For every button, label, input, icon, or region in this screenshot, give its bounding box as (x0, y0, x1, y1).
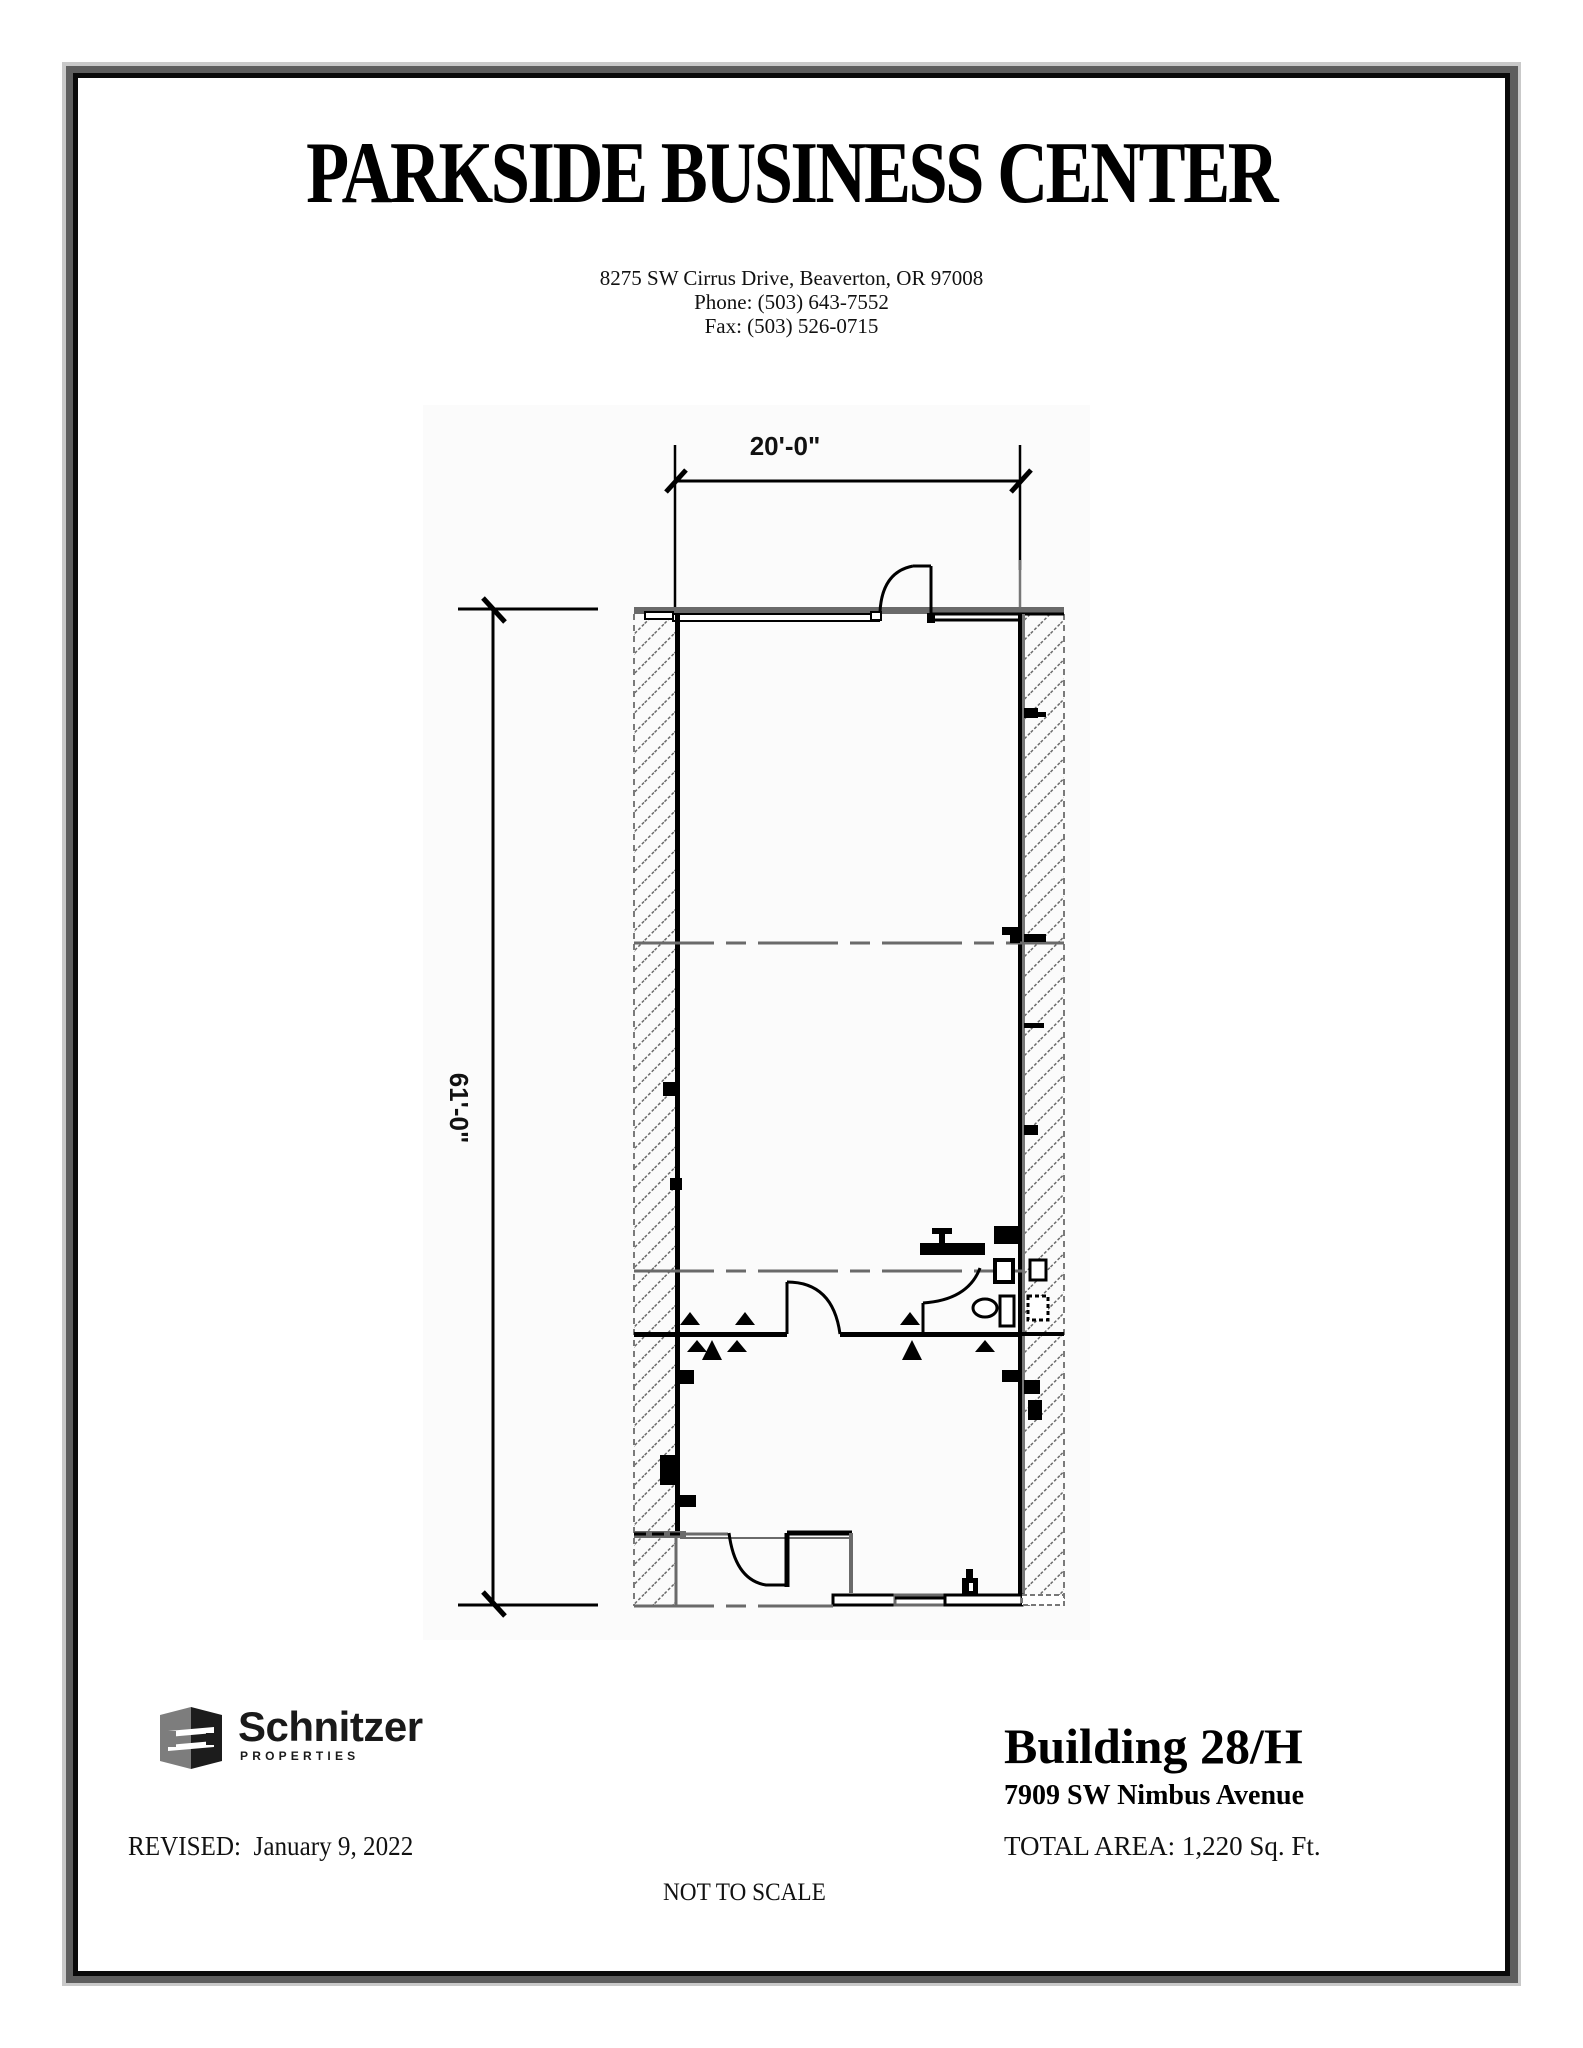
left-wall-hatch (634, 614, 676, 1606)
logo-subtitle: PROPERTIES (240, 1749, 360, 1763)
building-address: 7909 SW Nimbus Avenue (1004, 1780, 1305, 1811)
front-door (878, 564, 933, 614)
restroom (920, 1226, 1050, 1334)
phone-number: Phone: (503) 643-7552 (694, 290, 889, 314)
interior-wall (634, 1312, 1064, 1360)
building-name: Building 28/H (1004, 1718, 1303, 1774)
property-address: 8275 SW Cirrus Drive, Beaverton, OR 9700… (599, 266, 984, 290)
contact-info: 8275 SW Cirrus Drive, Beaverton, OR 9700… (78, 266, 1505, 338)
depth-dimension-label: 61'-0" (444, 1073, 474, 1144)
left-wall (675, 614, 680, 1533)
not-to-scale-note: NOT TO SCALE (663, 1879, 826, 1906)
total-area: TOTAL AREA: 1,220 Sq. Ft. (1004, 1831, 1321, 1861)
depth-dimension: 61'-0" (444, 596, 598, 1618)
revised-date: REVISED: January 9, 2022 (128, 1831, 414, 1861)
logo-name: Schnitzer (238, 1703, 423, 1750)
width-dimension: 20'-0" (664, 431, 1033, 612)
floor-plan-svg: 20'-0" 61'-0" (444, 431, 1065, 1618)
schnitzer-s-logo-icon (160, 1707, 222, 1769)
right-wall (1018, 614, 1022, 1594)
front-wall (634, 607, 1064, 623)
page-title: PARKSIDE BUSINESS CENTER (306, 125, 1278, 222)
floor-plan-drawing: 20'-0" 61'-0" (423, 405, 1090, 1640)
width-dimension-label: 20'-0" (750, 431, 821, 461)
floor-plan-sheet: PARKSIDE BUSINESS CENTER 8275 SW Cirrus … (78, 78, 1505, 1971)
electrical-symbols (660, 708, 1046, 1507)
schnitzer-properties-logo: Schnitzer PROPERTIES (160, 1706, 460, 1776)
fax-number: Fax: (503) 526-0715 (704, 314, 879, 338)
rear-wall (634, 1530, 1065, 1608)
interior-door (785, 1280, 842, 1335)
right-wall-hatch (1024, 614, 1064, 1606)
